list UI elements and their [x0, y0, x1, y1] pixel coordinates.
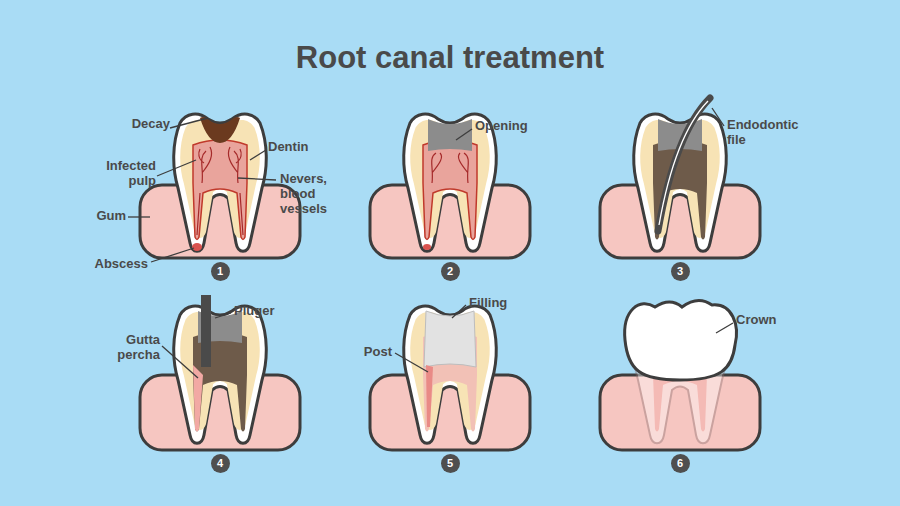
callout-number: 5: [447, 457, 453, 469]
callout-number: 1: [217, 265, 223, 277]
part-label: Post: [348, 345, 392, 360]
part-label: Gutta percha: [104, 333, 160, 363]
step-number: 5: [441, 454, 460, 473]
title: Root canal treatment: [0, 40, 900, 76]
part-label: Filling: [469, 296, 529, 311]
part-label: Pluger: [234, 304, 294, 319]
tooth-crowned: [625, 300, 737, 443]
callout-number: 6: [677, 457, 683, 469]
step-number: 3: [671, 262, 690, 281]
post: [426, 365, 433, 427]
tooth-opened: [404, 114, 497, 251]
callout-number: 4: [217, 457, 223, 469]
step-number: 6: [671, 454, 690, 473]
part-label: Nevers, blood vessels: [280, 172, 342, 217]
step-number: 4: [211, 454, 230, 473]
part-label: Dentin: [268, 140, 328, 155]
leader-lines: [128, 108, 733, 378]
callout-number: 3: [677, 265, 683, 277]
crown-shape: [625, 300, 737, 380]
tooth-filled: [404, 306, 497, 443]
part-label: Opening: [475, 119, 545, 134]
part-label: Decay: [114, 117, 170, 132]
tooth-infected: [174, 114, 267, 251]
callout-number: 2: [447, 265, 453, 277]
part-label: Abscess: [92, 257, 148, 272]
endodontic-file: [658, 98, 710, 231]
part-label: Infected pulp: [92, 159, 156, 189]
step-number: 2: [441, 262, 460, 281]
tooth-cleaned: [634, 98, 727, 251]
part-label: Crown: [736, 313, 796, 328]
part-label: Endodontic file: [727, 118, 813, 148]
plugger: [201, 295, 211, 367]
part-label: Gum: [90, 209, 126, 224]
step-number: 1: [211, 262, 230, 281]
